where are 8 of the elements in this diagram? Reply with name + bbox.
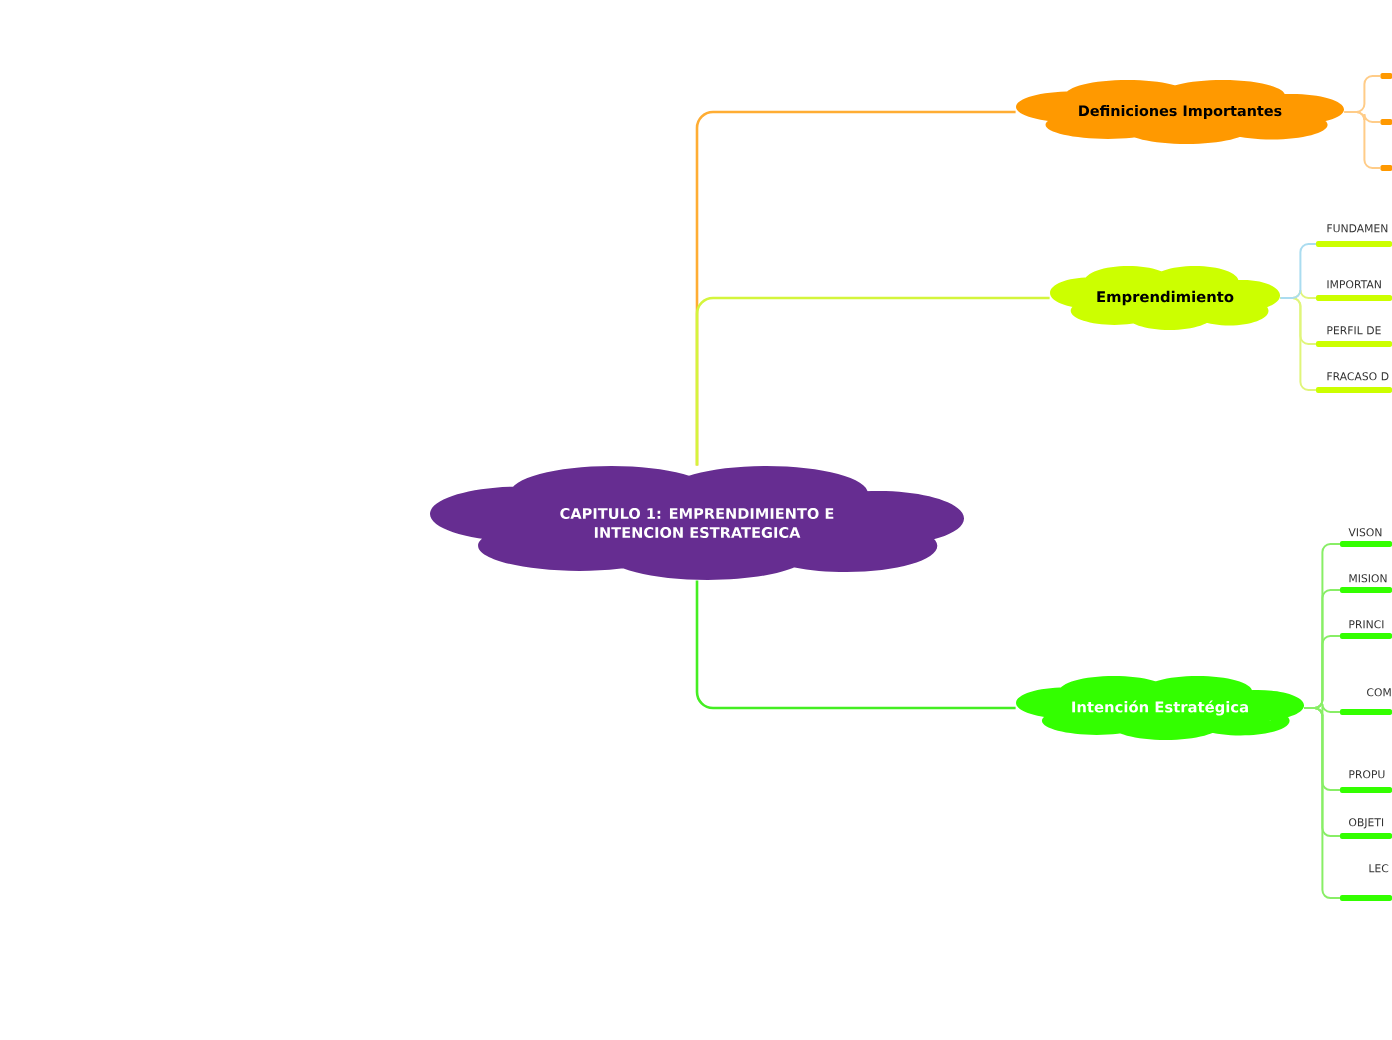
underline-bar	[1380, 119, 1392, 125]
connector-line	[695, 580, 1016, 710]
underline-bar	[1380, 165, 1392, 171]
connector-line	[1303, 543, 1341, 709]
connector-line	[1279, 243, 1317, 299]
connector-line	[695, 296, 1050, 466]
underline-bar	[1380, 73, 1392, 79]
connector-line	[1343, 75, 1381, 113]
